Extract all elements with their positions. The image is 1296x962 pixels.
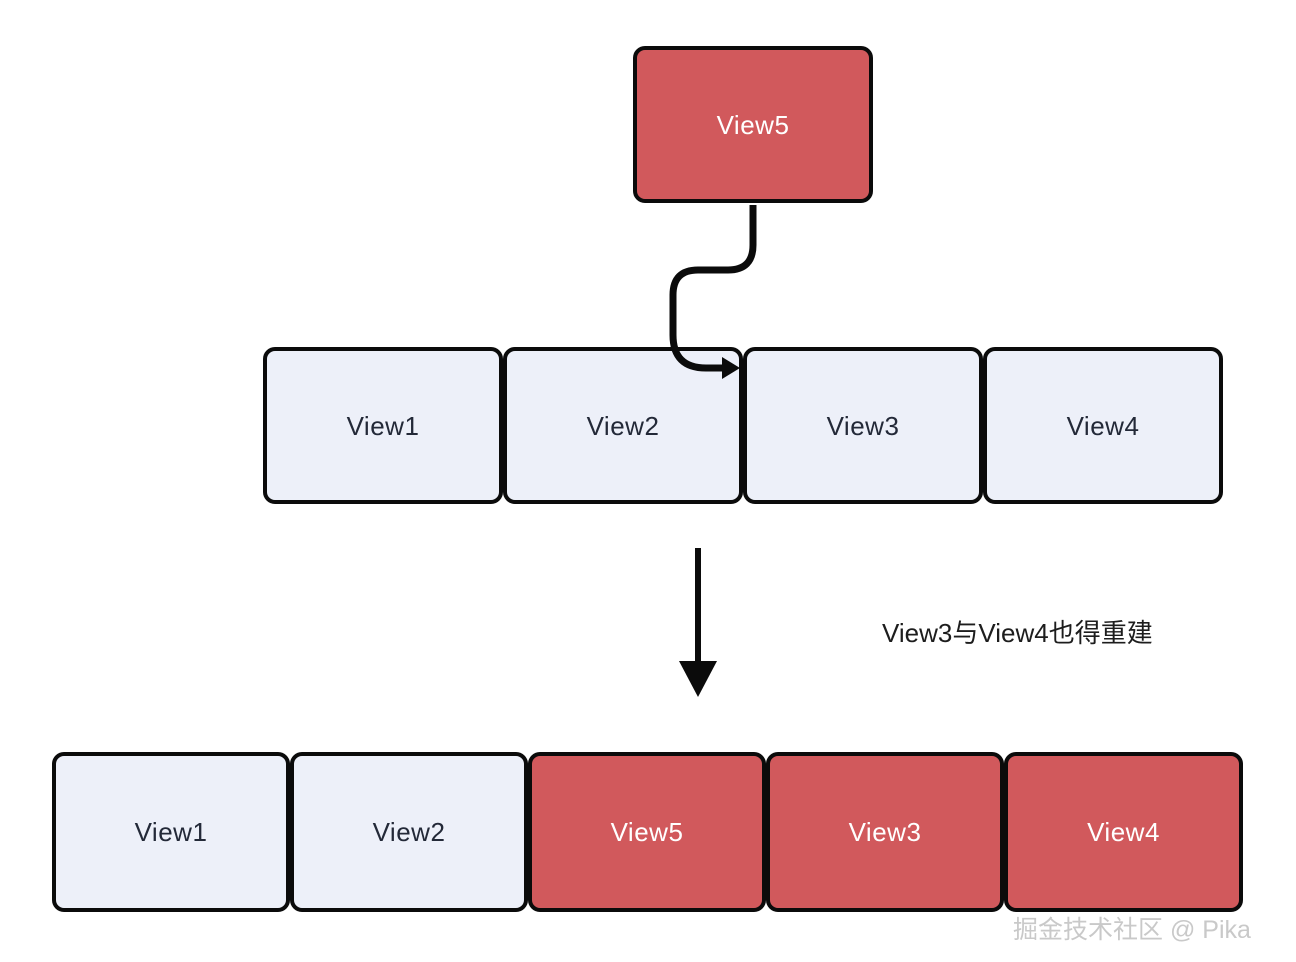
node-label: View2	[372, 817, 446, 847]
node-label: View5	[716, 109, 790, 140]
node-after-view1[interactable]: View1	[52, 752, 290, 912]
transform-arrow-head	[679, 661, 717, 697]
node-before-view3[interactable]: View3	[743, 347, 983, 504]
node-before-view2[interactable]: View2	[503, 347, 743, 504]
node-after-view4[interactable]: View4	[1004, 752, 1243, 912]
node-label: View3	[826, 410, 900, 441]
node-after-view3[interactable]: View3	[766, 752, 1004, 912]
node-after-view2[interactable]: View2	[290, 752, 528, 912]
node-label: View5	[610, 817, 684, 847]
node-label: View1	[346, 410, 420, 441]
node-label: View4	[1087, 817, 1160, 847]
node-label: View3	[848, 817, 922, 847]
node-before-view1[interactable]: View1	[263, 347, 503, 504]
insert-connector-path	[669, 205, 757, 372]
watermark: 掘金技术社区 @ Pika	[1013, 916, 1251, 944]
annotation-rebuild-note: View3与View4也得重建	[882, 618, 1153, 648]
node-before-view4[interactable]: View4	[983, 347, 1223, 504]
node-source-view5[interactable]: View5	[633, 46, 873, 203]
node-label: View2	[586, 410, 660, 441]
node-label: View1	[134, 817, 208, 847]
node-label: View4	[1066, 410, 1140, 441]
node-after-view5[interactable]: View5	[528, 752, 766, 912]
